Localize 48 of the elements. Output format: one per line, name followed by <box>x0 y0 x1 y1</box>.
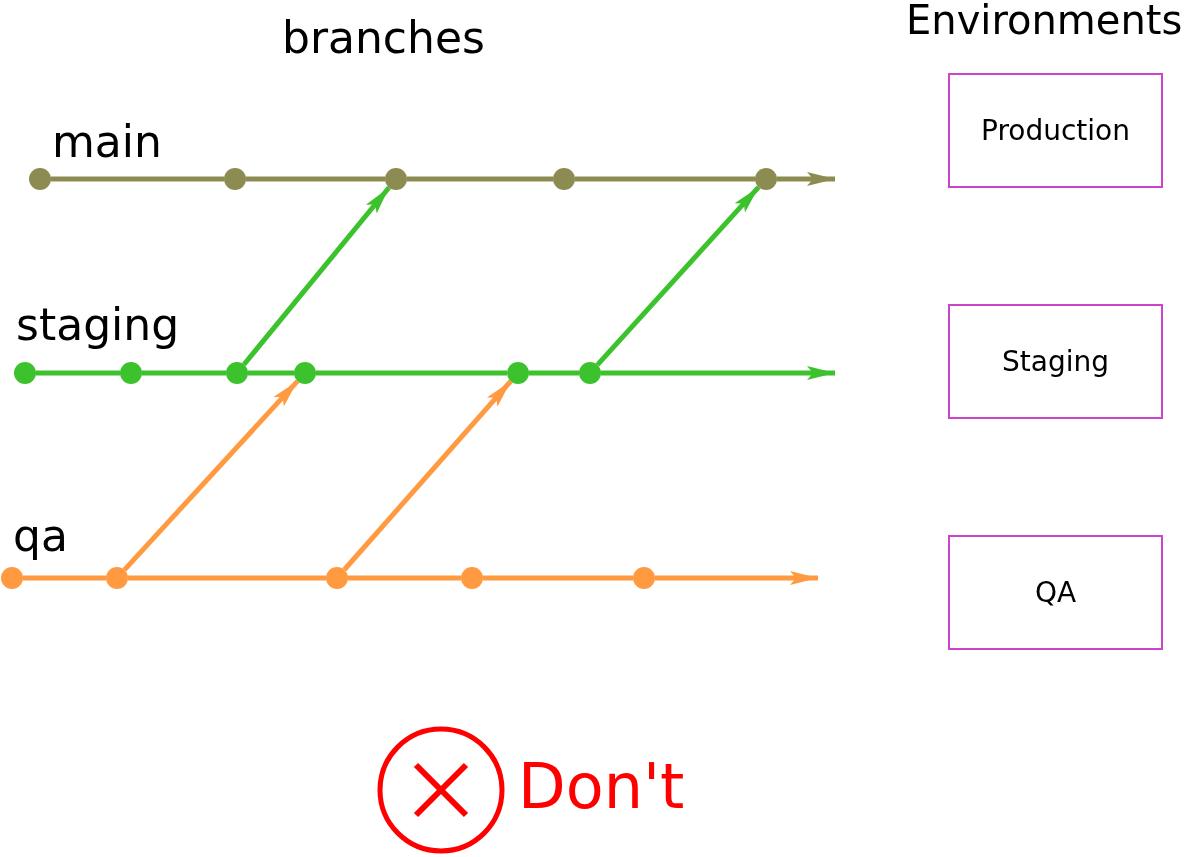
heading: branches <box>282 16 485 60</box>
commit-dot <box>755 168 777 190</box>
heading: Environments <box>906 0 1183 40</box>
commit-dot <box>507 362 529 384</box>
commit-dot <box>579 362 601 384</box>
branch-line <box>529 370 579 376</box>
arrow <box>777 172 835 186</box>
branch-label: qa <box>13 514 68 558</box>
environment-box <box>948 535 1163 650</box>
branch-label: staging <box>16 303 180 347</box>
commit-dot <box>326 567 348 589</box>
branch-line <box>36 370 120 376</box>
branch-line <box>142 370 226 376</box>
commit-dot <box>224 168 246 190</box>
commit-dot <box>294 362 316 384</box>
commit-dot <box>461 567 483 589</box>
arrow <box>595 185 761 367</box>
commit-dot <box>106 567 128 589</box>
branch-line <box>128 575 326 581</box>
branch-line <box>51 176 224 182</box>
environment-label: Staging <box>1002 345 1109 378</box>
environment-label: QA <box>1034 576 1077 609</box>
arrow <box>601 366 835 380</box>
commit-dot <box>1 567 23 589</box>
branch-line <box>575 176 755 182</box>
commit-dot <box>29 168 51 190</box>
arrow <box>242 185 391 367</box>
arrow <box>655 571 818 585</box>
commit-dot <box>14 362 36 384</box>
branch-line <box>246 176 385 182</box>
branch-line <box>316 370 507 376</box>
arrow <box>342 379 513 572</box>
commit-dot <box>226 362 248 384</box>
branch-label: main <box>52 120 162 164</box>
branch-line <box>348 575 461 581</box>
branch-line <box>483 575 633 581</box>
commit-dot <box>633 567 655 589</box>
warning-text: Don't <box>518 756 685 818</box>
branch-line <box>407 176 553 182</box>
arrow <box>122 379 300 572</box>
branch-line <box>23 575 106 581</box>
commit-dot <box>120 362 142 384</box>
environment-label: Production <box>981 114 1130 147</box>
environment-box <box>948 73 1163 188</box>
environment-box <box>948 304 1163 419</box>
commit-dot <box>385 168 407 190</box>
branch-line <box>248 370 294 376</box>
commit-dot <box>553 168 575 190</box>
